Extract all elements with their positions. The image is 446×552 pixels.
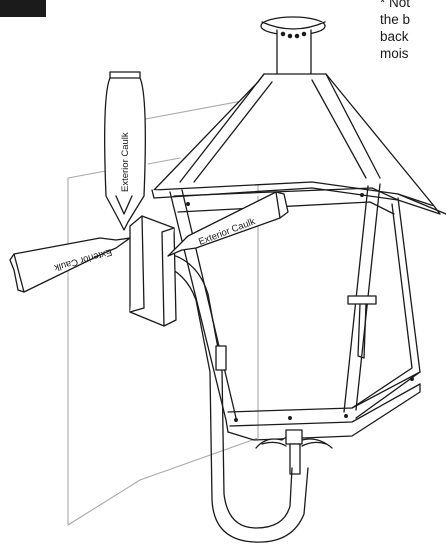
lantern-roof <box>151 73 446 215</box>
lantern-burner <box>255 429 333 475</box>
mounting-plate <box>129 215 177 327</box>
note-line-2: the b <box>380 12 411 27</box>
lantern-body <box>169 183 421 441</box>
note-line-4: mois <box>380 46 409 61</box>
caulk-tube-right: Exterior Caulk <box>167 191 289 257</box>
caulk-tube-top: Exterior Caulk <box>104 71 146 231</box>
note-line-1: * Not <box>380 0 411 10</box>
note-line-3: back <box>380 29 409 44</box>
caulk-note: * Not the b back mois <box>380 0 446 62</box>
lantern-chimney <box>260 16 326 81</box>
caulk-label-top: Exterior Caulk <box>120 132 131 192</box>
section-header-tab <box>0 0 46 17</box>
caulk-tube-left: Exterior Caulk <box>9 237 131 293</box>
